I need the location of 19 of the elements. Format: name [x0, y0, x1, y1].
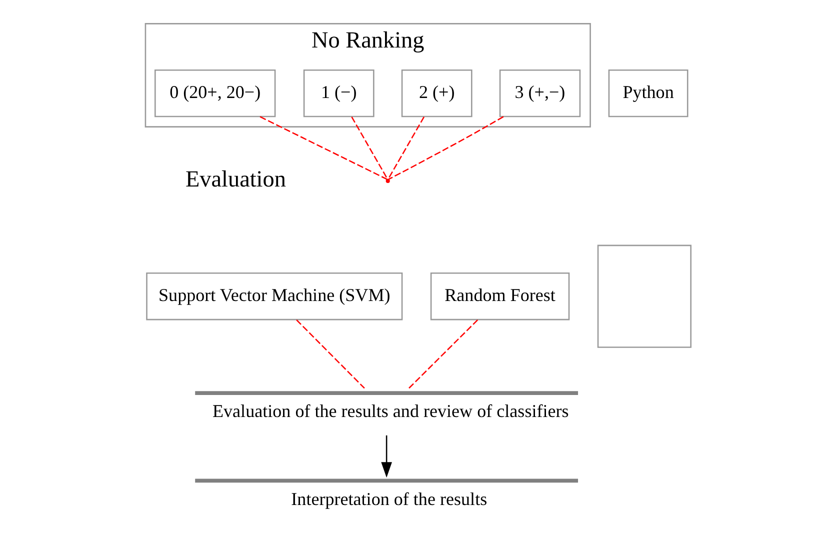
connector — [386, 116, 424, 180]
connector — [296, 320, 364, 389]
node-box: Support Vector Machine (SVM) — [146, 272, 402, 320]
connector — [350, 116, 388, 180]
node-box: Random Forest — [430, 272, 570, 320]
node-box — [596, 244, 691, 348]
connector — [388, 116, 504, 180]
label: Evaluation — [184, 166, 286, 193]
node-text: Evaluation of the results and review of classifiers — [212, 401, 568, 422]
connector — [259, 116, 388, 180]
connector — [408, 319, 478, 389]
node-box: Python — [608, 69, 688, 118]
node-point — [385, 178, 390, 184]
node-box: 0 (20+, 20−) — [154, 69, 276, 118]
node-box: 1 (−) — [302, 69, 374, 118]
node-box: 3 (+,−) — [498, 69, 580, 118]
arrow — [380, 435, 392, 478]
node-box: 2 (+) — [400, 69, 472, 118]
node-text: Interpretation of the results — [290, 488, 487, 509]
